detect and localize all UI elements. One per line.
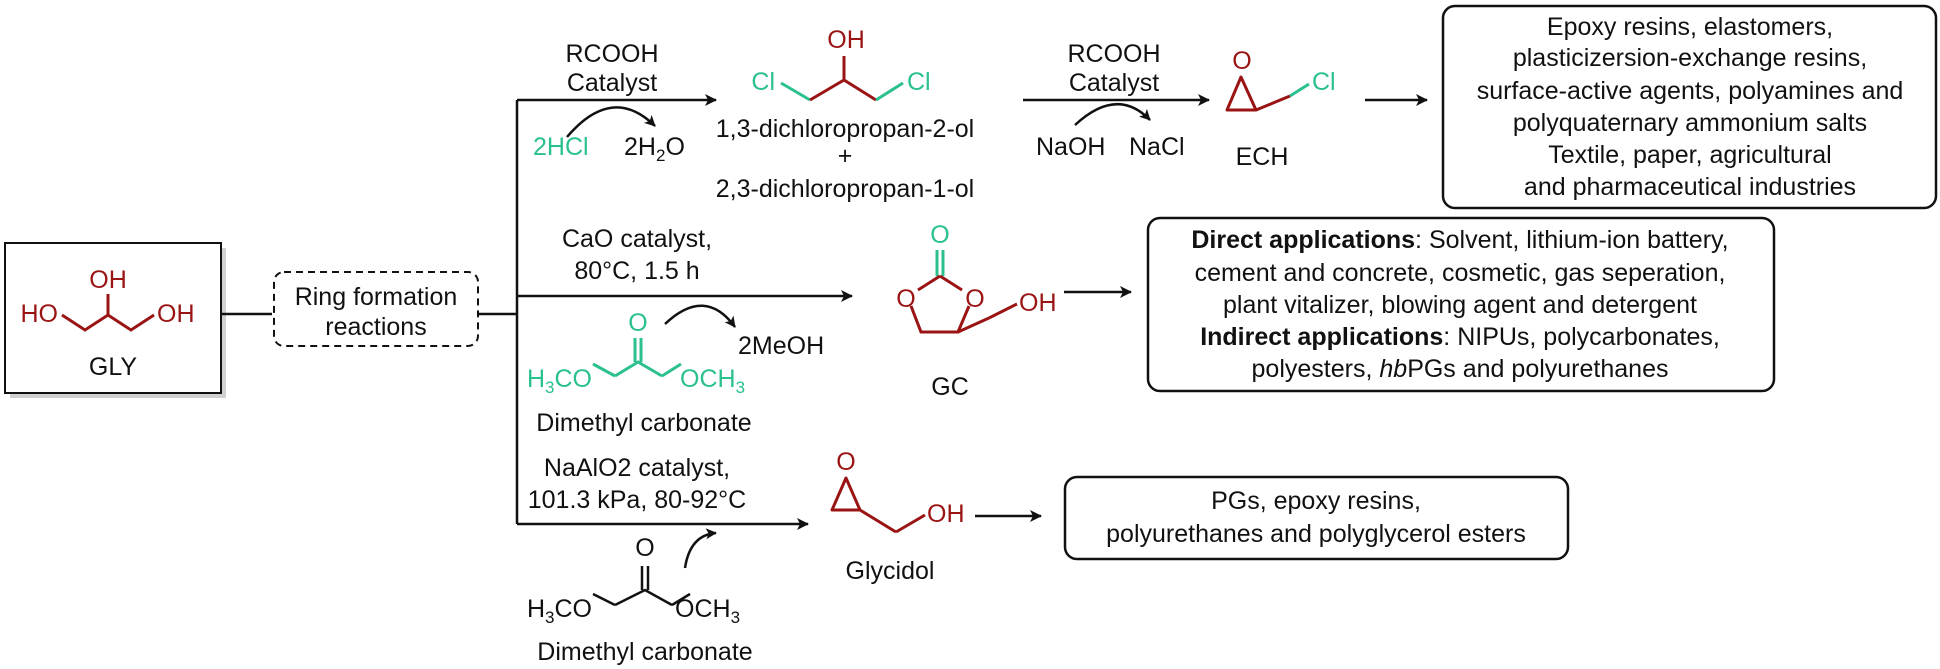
gc-ring-o-left: O [896,285,915,313]
gc-cond2: 80°C, 1.5 h [574,257,699,285]
dmc-structure-black: O H3CO OCH3 [527,534,740,627]
dcp-name1: 1,3-dichloropropan-2-ol [716,115,974,143]
gc-methanol: 2MeOH [738,332,824,360]
ech-naoh: NaOH [1036,133,1105,161]
gc-structure: O O O OH [896,221,1057,334]
glycidol-applications-box: PGs, epoxy resins, polyurethanes and pol… [1063,475,1570,561]
glycidol-cond1: NaAlO2 catalyst, [544,454,730,482]
ech-applications-box: Epoxy resins, elastomers, plasticizersio… [1441,4,1938,210]
dmc-black-o: O [635,534,654,562]
dmc-structure-green: O H3CO OCH3 [527,309,745,397]
ech-water: 2H2O [624,133,685,165]
ring-formation-box: Ring formation reactions [273,271,479,347]
gc-direct-line3: plant vitalizer, blowing agent and deter… [1223,291,1697,319]
ring-label-line2: reactions [325,313,426,341]
ech-step1-catalyst: Catalyst [567,69,657,97]
gc-indirect-line1: Indirect applications: NIPUs, polycarbon… [1200,323,1720,351]
glycidol-app-line1: PGs, epoxy resins, [1211,487,1421,515]
ech-step2-reagent: RCOOH [1067,40,1160,68]
dmc-green-o: O [628,309,647,337]
gly-box: OH HO OH GLY [4,242,226,398]
dcp-cl-right: Cl [907,68,931,96]
ech-cl: Cl [1312,68,1336,96]
glycidol-o: O [836,448,855,476]
ech-step1-curved-arrow [566,106,656,138]
ech-app-line6: and pharmaceutical industries [1524,173,1856,201]
ech-app-line3: surface-active agents, polyamines and [1477,77,1904,105]
gc-direct-line2: cement and concrete, cosmetic, gas seper… [1195,259,1726,287]
ech-step2-catalyst: Catalyst [1069,69,1159,97]
gly-ho-left: HO [21,300,59,328]
glycidol-app-line2: polyurethanes and polyglycerol esters [1106,520,1526,548]
dmc-green-right: OCH3 [680,365,745,397]
dmc-black-left: H3CO [527,595,592,627]
ech-step1-reagent: RCOOH [565,40,658,68]
ech-name: ECH [1236,143,1289,171]
dcp-plus: + [838,142,853,170]
dmc-black-name: Dimethyl carbonate [537,638,752,666]
gc-direct-line1: Direct applications: Solvent, lithium-io… [1191,226,1728,254]
gc-carbonyl-o: O [930,221,949,249]
ech-hcl: 2HCl [533,133,589,161]
ech-o: O [1232,47,1251,75]
gc-name: GC [931,373,969,401]
glycidol-name: Glycidol [846,557,935,585]
gc-oh: OH [1019,289,1057,317]
ech-app-line4: polyquaternary ammonium salts [1513,109,1867,137]
ech-app-line5: Textile, paper, agricultural [1548,141,1831,169]
ech-step2-curved-arrow [1074,103,1151,126]
dmc-green-left: H3CO [527,365,592,397]
dmc-black-right: OCH3 [675,595,740,627]
glycidol-oh: OH [927,500,965,528]
dcp-name2: 2,3-dichloropropan-1-ol [716,175,974,203]
ech-nacl: NaCl [1129,133,1185,161]
gc-applications-box: Direct applications: Solvent, lithium-io… [1146,216,1776,393]
dcp-cl-left: Cl [751,68,775,96]
ech-structure: O Cl [1225,47,1336,112]
dichloropropanol-structure: OH Cl Cl [751,26,931,102]
glycidol-structure: O OH [830,448,965,534]
gly-oh-top: OH [89,266,127,294]
gly-label: GLY [89,353,137,381]
glycidol-curved-arrow [683,528,717,569]
glycidol-cond2: 101.3 kPa, 80-92°C [528,486,746,514]
ring-label-line1: Ring formation [295,283,458,311]
gc-curved-arrow [664,304,737,328]
gc-indirect-line2: polyesters, hbPGs and polyurethanes [1252,355,1669,383]
ech-app-line2: plasticizersion-exchange resins, [1513,44,1867,72]
gc-ring-o-right: O [965,285,984,313]
gc-cond1: CaO catalyst, [562,225,712,253]
gly-oh-right: OH [157,300,195,328]
dmc-green-name: Dimethyl carbonate [536,409,751,437]
ech-app-line1: Epoxy resins, elastomers, [1547,13,1833,41]
dcp-oh: OH [827,26,865,54]
